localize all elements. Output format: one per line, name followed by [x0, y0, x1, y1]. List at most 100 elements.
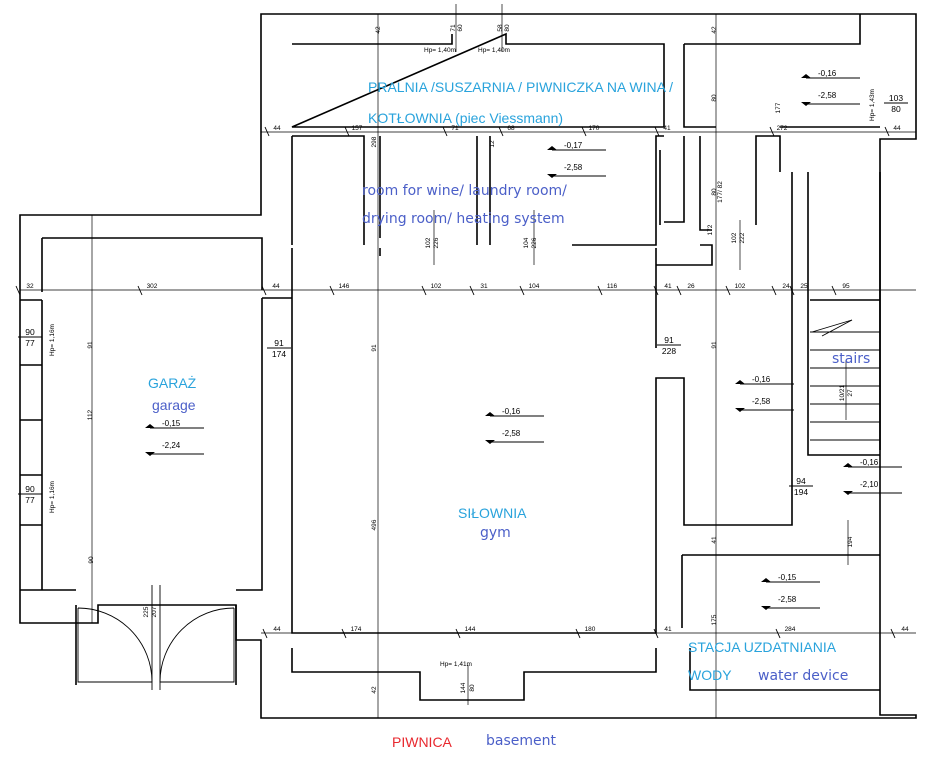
level-value-bottom: -2,58 [818, 91, 837, 100]
dim-vertical-19: 91 [371, 344, 378, 352]
garage-doors [75, 585, 237, 690]
level-value-bottom: -2,58 [502, 429, 521, 438]
dim-vertical-27: 175 [711, 614, 718, 625]
laundry-lower-wall [291, 135, 664, 246]
dim-mid-5: 31 [480, 283, 488, 290]
level-triangle-top [485, 412, 495, 416]
dim-top-3: 68 [507, 125, 515, 132]
dim-mid-6: 104 [529, 283, 540, 290]
stairs-steps [810, 319, 880, 441]
dim-bot-0: 44 [273, 626, 281, 633]
dim-top-tick-3 [498, 126, 504, 137]
dim-vertical-16: 172 [707, 224, 714, 235]
dim-vertical-25: 207 [151, 606, 158, 617]
window-height-2: Hp= 1,43m [869, 89, 876, 121]
dim-bot-4: 41 [664, 626, 672, 633]
level-marker-6: -0,15-2,58 [761, 573, 820, 610]
right-lower [681, 172, 881, 691]
dim-vertical-5: 42 [711, 26, 718, 34]
laundry-label-line2: KOTŁOWNIA (piec Viessmann) [368, 110, 563, 126]
dim-vertical-24: 225 [143, 606, 150, 617]
dim-mid-tick-6 [519, 285, 525, 296]
dim-top-2: 71 [451, 125, 459, 132]
level-value-top: -0,16 [860, 458, 879, 467]
dim-vertical-31: 90 [88, 556, 95, 564]
dim-mid-10: 102 [735, 283, 746, 290]
dim-mid-tick-2 [261, 285, 267, 296]
door-width: 91 [274, 338, 284, 348]
dim-bot-tick-1 [341, 628, 347, 639]
laundry-label-line1: PRALNIA /SUSZARNIA / PIWNICZKA NA WINA / [368, 79, 673, 95]
level-marker-5: -0,16 -2,10 [843, 458, 902, 495]
dim-mid-1: 302 [147, 283, 158, 290]
door-width: 94 [796, 476, 806, 486]
dim-top-tick-0 [264, 126, 270, 137]
water-label-en: water device [758, 668, 848, 684]
door-height: 80 [891, 104, 901, 114]
dim-top-4: 170 [589, 125, 600, 132]
level-value-top: -0,17 [564, 141, 583, 150]
dim-vertical-10: 177/ 82 [717, 181, 724, 203]
dim-vertical-2: 60 [457, 24, 464, 32]
dim-bot-3: 180 [585, 626, 596, 633]
window-height-0: Hp= 1,40m [424, 47, 456, 54]
dim-top-7: 44 [893, 125, 901, 132]
dim-mid-13: 95 [842, 283, 850, 290]
dim-vertical-0: 42 [375, 26, 382, 34]
dim-vertical-1: 71 [450, 24, 457, 32]
dim-vertical-33: 10/21 [839, 384, 846, 401]
door-height: 194 [794, 487, 808, 497]
level-value-top: -0,15 [778, 573, 797, 582]
level-marker-1: -0,17 -2,58 [547, 141, 606, 178]
dim-vertical-6: 80 [711, 94, 718, 102]
dim-vertical-32: 194 [847, 536, 854, 547]
level-triangle-top [801, 74, 811, 78]
dim-vertical-4: 80 [504, 24, 511, 32]
dim-vertical-28: 42 [371, 686, 378, 694]
door-height: 174 [272, 349, 286, 359]
dim-mid-7: 116 [607, 283, 618, 290]
dim-vertical-23: 496 [371, 519, 378, 530]
dim-top-tick-4 [581, 126, 587, 137]
dim-top-1: 157 [352, 125, 363, 132]
outer-wall [19, 13, 917, 719]
dim-bot-6: 44 [901, 626, 909, 633]
dim-bot-tick-4 [653, 628, 659, 639]
dim-bot-5: 284 [785, 626, 796, 633]
level-value-bottom: -2,58 [564, 163, 583, 172]
dim-mid-4: 102 [431, 283, 442, 290]
right-upper-room [664, 14, 880, 223]
gym-label: SIŁOWNIA [458, 505, 527, 521]
dim-vertical-18: 222 [739, 232, 746, 243]
dim-bot-1: 174 [351, 626, 362, 633]
level-triangle-top [547, 146, 557, 150]
dim-bot-tick-6 [890, 628, 896, 639]
dim-top-0: 44 [273, 125, 281, 132]
level-value-bottom: -2,10 [860, 480, 879, 489]
level-triangle-top [761, 578, 771, 582]
stairs-label: stairs [832, 351, 870, 367]
dim-mid-3: 146 [339, 283, 350, 290]
dim-top-5: 41 [663, 125, 671, 132]
dim-mid-tick-4 [421, 285, 427, 296]
door-height: 77 [25, 495, 35, 505]
dim-bot-tick-3 [575, 628, 581, 639]
dim-vertical-3: 58 [497, 24, 504, 32]
level-marker-3: -0,16-2,58 [485, 407, 544, 444]
door-height: 228 [662, 346, 676, 356]
dim-vertical-13: 104 [523, 237, 530, 248]
garage-label-en: garage [152, 397, 196, 413]
dim-vertical-20: 91 [711, 341, 718, 349]
page-title-en: basement [486, 733, 556, 749]
dim-mid-tick-9 [676, 285, 682, 296]
dim-mid-tick-8 [653, 285, 659, 296]
level-markers: -0,16-2,58-0,17-2,58-0,15-2,24-0,16-2,58… [145, 69, 902, 610]
dim-mid-tick-7 [597, 285, 603, 296]
dim-vertical-9: 80 [711, 188, 718, 196]
